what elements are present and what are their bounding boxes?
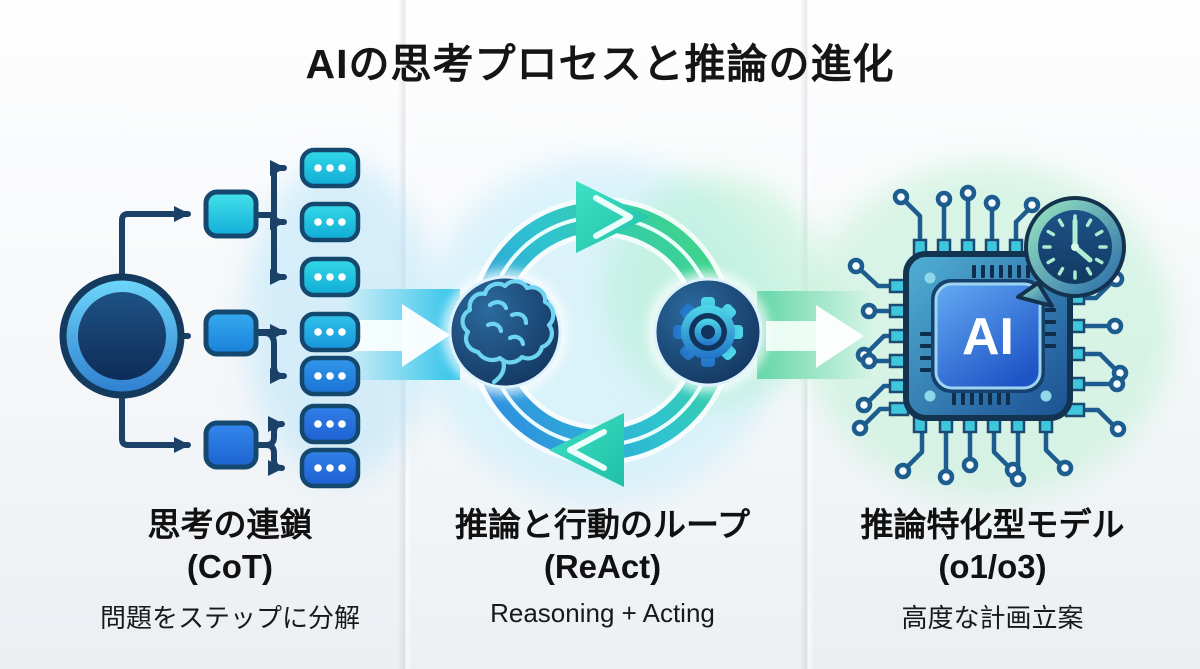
chip-corner-screw xyxy=(1040,390,1052,402)
stage-heading-o1o3: 推論特化型モデル xyxy=(860,506,1125,543)
loop-arrow-bottom xyxy=(549,413,624,487)
acting-node xyxy=(647,271,769,393)
thought-bubble xyxy=(299,355,361,397)
clock-icon xyxy=(1016,196,1126,308)
thought-bubbles xyxy=(299,147,361,489)
stage-caption-cot: 問題をステップに分解 xyxy=(99,603,360,634)
flow-arrow-shaft xyxy=(354,320,402,351)
flow-arrow-react-to-chip xyxy=(757,291,875,379)
page-title: AIの思考プロセスと推論の進化 xyxy=(305,41,895,87)
cot-branch-lines xyxy=(119,160,287,476)
thought-bubble xyxy=(299,201,361,243)
stage-caption-o1o3: 高度な計画立案 xyxy=(901,603,1084,634)
chip-corner-screw xyxy=(924,390,936,402)
chip-circuit-traces xyxy=(847,184,1129,488)
step-node-3 xyxy=(203,420,259,470)
thought-bubble xyxy=(299,311,361,353)
thought-bubble xyxy=(299,147,361,189)
stage-heading-react: 推論と行動のループ xyxy=(454,506,751,543)
ai-chip-label: AI xyxy=(962,308,1014,366)
thought-bubble xyxy=(299,403,361,445)
ai-chip: AI xyxy=(847,184,1129,488)
stage-label-o1o3: 推論特化型モデル (o1/o3) 高度な計画立案 xyxy=(790,504,1195,635)
flow-arrow-shaft xyxy=(766,321,816,351)
root-problem-node xyxy=(59,273,185,399)
stage-caption-react: Reasoning + Acting xyxy=(490,598,715,629)
loop-arrow-top xyxy=(576,181,650,253)
stage-label-react: 推論と行動のループ (ReAct) Reasoning + Acting xyxy=(400,504,805,629)
stage-subheading-react: (ReAct) xyxy=(543,548,662,586)
thought-bubble xyxy=(299,447,361,489)
gear-icon xyxy=(673,297,743,367)
chip-inner-ticks xyxy=(920,265,1056,405)
reasoning-node xyxy=(442,269,568,395)
flow-arrow-head xyxy=(816,305,864,368)
flow-arrow-cot-to-react xyxy=(346,289,460,380)
stage-label-cot: 思考の連鎖 (CoT) 問題をステップに分解 xyxy=(25,504,435,635)
stage-heading-cot: 思考の連鎖 xyxy=(147,506,313,543)
step-node-2 xyxy=(203,309,259,357)
stage-subheading-cot: (CoT) xyxy=(186,548,274,586)
flow-arrow-head xyxy=(402,304,450,367)
cot-tree-diagram xyxy=(59,147,361,489)
ai-core xyxy=(934,282,1042,390)
chip-corner-screw xyxy=(924,272,936,284)
thought-bubble xyxy=(299,256,361,298)
stage-subheading-o1o3: (o1/o3) xyxy=(938,548,1047,586)
ai-core-outline xyxy=(931,279,1045,393)
react-loop xyxy=(442,181,769,487)
brain-icon xyxy=(460,279,556,385)
step-node-1 xyxy=(203,189,259,239)
